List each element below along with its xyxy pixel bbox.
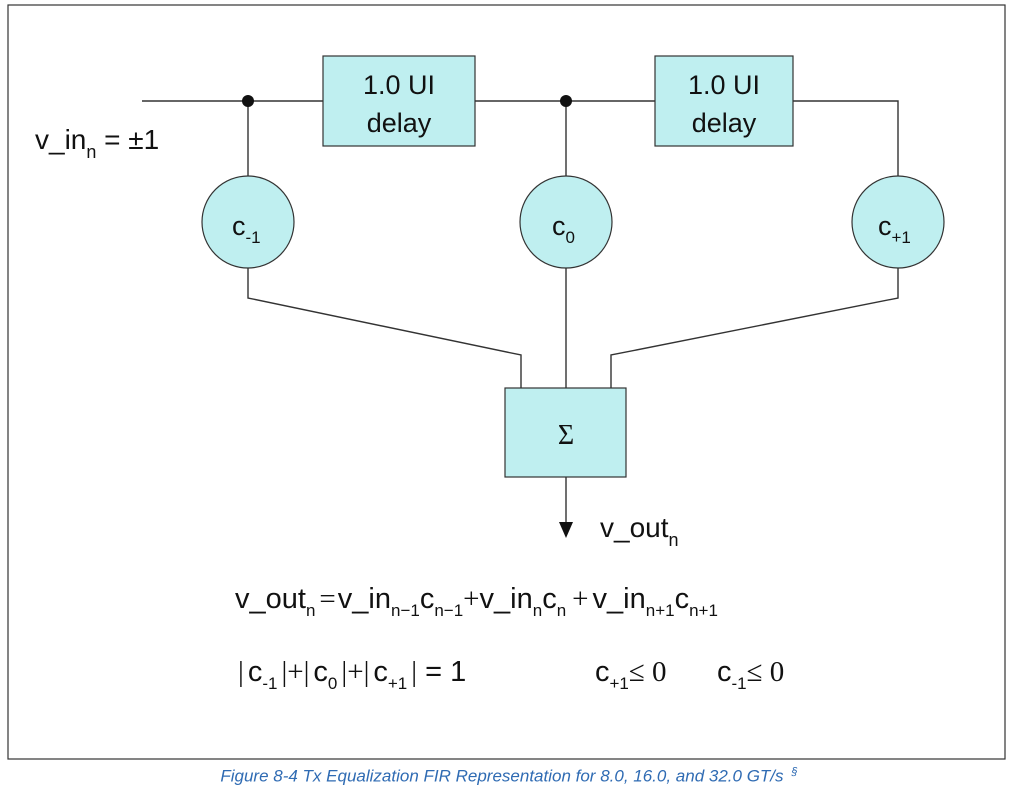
tap2-to-sum [610, 268, 899, 388]
delay-1-line2: delay [367, 108, 432, 138]
output-equation: v_outn=v_inn−1cn−1+v_inncn+v_inn+1cn+1 [235, 583, 718, 620]
sigma-symbol: Σ [558, 420, 574, 451]
constraint-c-minus1: c-1≤ 0 [717, 656, 784, 693]
constraint-sum: |c-1|+|c0|+|c+1|= 1 [238, 656, 466, 693]
delay-2-line2: delay [692, 108, 757, 138]
tap0-to-sum [247, 268, 522, 388]
tap-c-minus1: c-1 [201, 175, 295, 269]
delay-2-line1: 1.0 UI [688, 70, 760, 100]
diagram-frame [7, 4, 1006, 760]
delay-1-line1: 1.0 UI [363, 70, 435, 100]
delay-box-1: 1.0 UI delay [322, 55, 476, 147]
junction-dot [242, 95, 254, 107]
delay-box-2: 1.0 UI delay [654, 55, 794, 147]
tap-c-plus1: c+1 [851, 175, 945, 269]
output-label: v_outn [600, 512, 679, 550]
junction-dot [560, 95, 572, 107]
figure-caption: Figure 8-4 Tx Equalization FIR Represent… [0, 766, 1018, 787]
svg-text:c-1: c-1 [232, 211, 261, 247]
constraint-c-plus1: c+1≤ 0 [595, 656, 667, 693]
wiring [142, 100, 899, 522]
tail-line [793, 100, 899, 176]
svg-text:c0: c0 [552, 211, 575, 247]
output-arrow [559, 522, 573, 538]
summer-box: Σ [504, 387, 627, 478]
tap-c-0: c0 [519, 175, 613, 269]
input-label: v_inn = ±1 [35, 124, 159, 162]
section-mark[interactable]: § [791, 766, 798, 778]
svg-text:c+1: c+1 [878, 211, 911, 247]
caption-text: Figure 8-4 Tx Equalization FIR Represent… [220, 766, 784, 786]
